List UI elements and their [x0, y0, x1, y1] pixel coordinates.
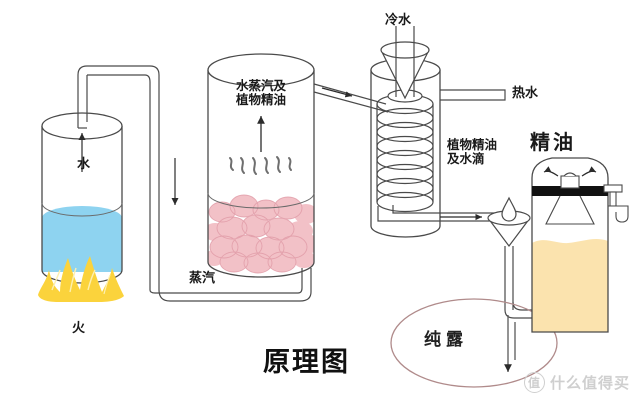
hydrosol-ellipse-icon	[390, 298, 558, 388]
bottle-band	[532, 186, 608, 196]
steam-pipe	[77, 65, 312, 302]
label-fire: 火	[72, 321, 86, 336]
label-hot-water: 热水	[512, 86, 539, 101]
oil-outlet-pipe	[377, 205, 495, 222]
watermark-badge: 值	[524, 372, 545, 393]
flame-icon	[38, 256, 124, 302]
label-essential-oil: 精油	[530, 130, 576, 154]
steam-squiggles	[229, 156, 292, 175]
hydrosol-drain-pipe	[504, 315, 516, 372]
rose-petals-fill	[208, 194, 314, 274]
bottle-tap-icon	[603, 184, 629, 223]
plant-retort-icon	[207, 53, 315, 278]
vapor-transfer-pipe	[313, 83, 389, 113]
label-oil-and-droplets: 植物精油 及水滴	[447, 137, 498, 166]
page-title: 原理图	[263, 347, 350, 378]
label-steam: 蒸汽	[189, 271, 216, 286]
label-water: 水	[77, 157, 91, 172]
water-boiler-icon	[41, 112, 123, 284]
watermark: 值 什么值得买	[524, 372, 630, 393]
hot-water-outlet	[440, 89, 506, 101]
essential-oil-bottle-icon	[531, 157, 629, 333]
condenser-coil	[376, 93, 434, 213]
watermark-text: 什么值得买	[550, 374, 631, 392]
label-vapor-and-oil: 水蒸汽及 植物精油	[235, 78, 286, 107]
cold-water-cone-icon	[380, 26, 430, 100]
label-cold-water: 冷水	[385, 13, 412, 28]
label-hydrosol: 纯露	[424, 330, 468, 350]
